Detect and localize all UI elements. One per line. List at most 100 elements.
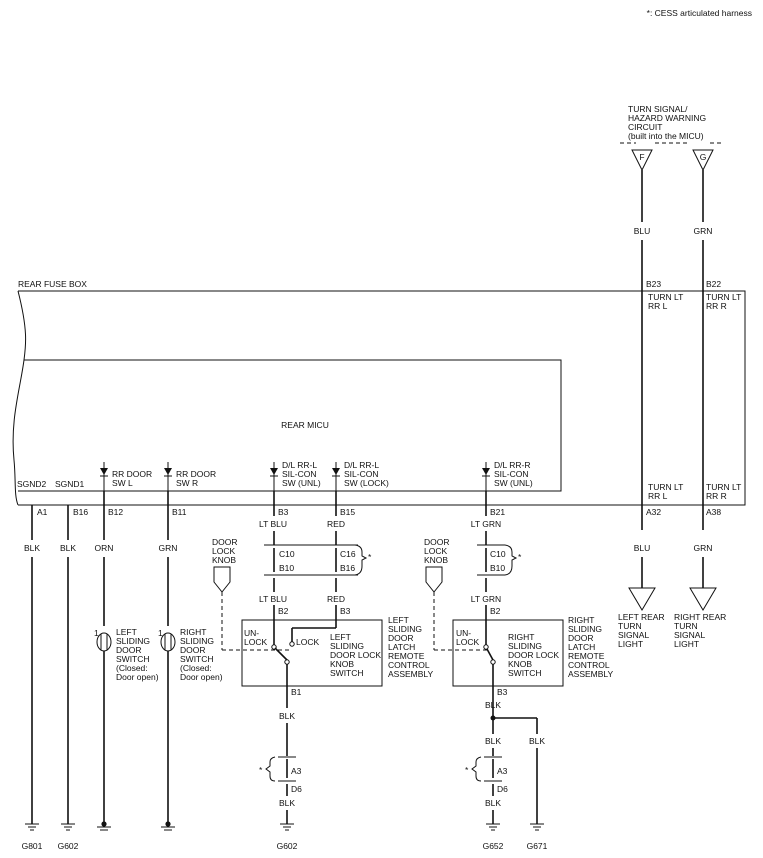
svg-text:LEFT: LEFT bbox=[388, 615, 409, 625]
svg-text:DOOR: DOOR bbox=[568, 633, 594, 643]
micu-inputs: RR DOOR SW L RR DOOR SW R D/L RR-L SIL-C… bbox=[100, 460, 741, 501]
svg-text:SWITCH: SWITCH bbox=[116, 654, 150, 664]
ground-grn-icon bbox=[161, 821, 175, 831]
svg-text:ORN: ORN bbox=[95, 543, 114, 553]
svg-text:*: * bbox=[368, 552, 372, 562]
svg-text:UN-: UN- bbox=[244, 628, 259, 638]
svg-text:BLU: BLU bbox=[634, 543, 651, 553]
b23-label: TURN LT bbox=[648, 292, 683, 302]
svg-text:B12: B12 bbox=[108, 507, 123, 517]
turn-lt-rr-l-2: RR L bbox=[648, 491, 668, 501]
svg-text:TURN: TURN bbox=[618, 621, 642, 631]
left-door-switch: ORN 1 LEFT SLIDING DOOR SWITCH (Closed: … bbox=[94, 491, 159, 824]
svg-text:1: 1 bbox=[94, 628, 99, 638]
svg-text:Door open): Door open) bbox=[116, 672, 159, 682]
svg-text:KNOB: KNOB bbox=[330, 659, 354, 669]
svg-text:SW L: SW L bbox=[112, 478, 133, 488]
svg-text:CONTROL: CONTROL bbox=[388, 660, 430, 670]
svg-text:SIGNAL: SIGNAL bbox=[674, 630, 705, 640]
svg-text:ASSEMBLY: ASSEMBLY bbox=[388, 669, 434, 679]
svg-text:LIGHT: LIGHT bbox=[618, 639, 643, 649]
pin-b22: B22 bbox=[706, 279, 721, 289]
g652-label: G652 bbox=[483, 841, 504, 851]
svg-text:SWITCH: SWITCH bbox=[180, 654, 214, 664]
diode-rr-door-l: RR DOOR SW L bbox=[100, 462, 152, 491]
svg-text:RR DOOR: RR DOOR bbox=[176, 469, 216, 479]
svg-text:D/L RR-L: D/L RR-L bbox=[282, 460, 317, 470]
svg-text:ASSEMBLY: ASSEMBLY bbox=[568, 669, 614, 679]
svg-text:D/L RR-L: D/L RR-L bbox=[344, 460, 379, 470]
svg-text:LOCK: LOCK bbox=[244, 637, 267, 647]
svg-text:SLIDING: SLIDING bbox=[116, 636, 150, 646]
svg-text:B3: B3 bbox=[497, 687, 508, 697]
svg-text:DOOR: DOOR bbox=[388, 633, 414, 643]
svg-text:D6: D6 bbox=[291, 784, 302, 794]
svg-text:SLIDING: SLIDING bbox=[568, 624, 602, 634]
svg-text:SLIDING: SLIDING bbox=[388, 624, 422, 634]
terminal-f-label: F bbox=[639, 152, 644, 162]
wire-f-color: BLU bbox=[634, 226, 651, 236]
svg-text:LIGHT: LIGHT bbox=[674, 639, 699, 649]
svg-text:GRN: GRN bbox=[694, 543, 713, 553]
svg-text:B2: B2 bbox=[490, 606, 501, 616]
rear-fuse-box-title: REAR FUSE BOX bbox=[18, 279, 87, 289]
svg-text:BLK: BLK bbox=[485, 700, 501, 710]
svg-text:SIGNAL: SIGNAL bbox=[618, 630, 649, 640]
right-rear-turn-light: GRN RIGHT REAR TURN SIGNAL LIGHT bbox=[674, 543, 726, 649]
g671-label: G671 bbox=[527, 841, 548, 851]
svg-text:DOOR LOCK: DOOR LOCK bbox=[330, 650, 381, 660]
svg-text:C16: C16 bbox=[340, 549, 356, 559]
b23-label-2: RR L bbox=[648, 301, 668, 311]
svg-text:LATCH: LATCH bbox=[388, 642, 415, 652]
terminal-g-label: G bbox=[700, 152, 707, 162]
ground-orn-icon bbox=[97, 821, 111, 831]
svg-text:SLIDING: SLIDING bbox=[508, 641, 542, 651]
svg-text:B10: B10 bbox=[490, 563, 505, 573]
svg-text:UN-: UN- bbox=[456, 628, 471, 638]
svg-text:1: 1 bbox=[158, 628, 163, 638]
ground-g602b-icon bbox=[280, 823, 294, 831]
fuse-box-break-line bbox=[12, 290, 27, 506]
ground-g602-icon bbox=[61, 823, 75, 831]
left-latch-wiring: LT BLU RED C10 C16 B10 B16 * LT BLU RED … bbox=[259, 491, 372, 620]
rear-micu-title: REAR MICU bbox=[281, 420, 329, 430]
pin-labels: A1 B16 B12 B11 B3 B15 B21 A32 A38 bbox=[37, 507, 721, 517]
svg-text:REMOTE: REMOTE bbox=[568, 651, 605, 661]
svg-text:B10: B10 bbox=[279, 563, 294, 573]
svg-text:LT GRN: LT GRN bbox=[471, 519, 501, 529]
svg-text:RIGHT: RIGHT bbox=[180, 627, 206, 637]
svg-text:CONTROL: CONTROL bbox=[568, 660, 610, 670]
turn-signal-circuit-label: TURN SIGNAL/ HAZARD WARNING CIRCUIT (bui… bbox=[628, 104, 706, 141]
svg-text:LEFT: LEFT bbox=[330, 632, 351, 642]
svg-text:C10: C10 bbox=[279, 549, 295, 559]
svg-text:A3: A3 bbox=[497, 766, 508, 776]
svg-text:C10: C10 bbox=[490, 549, 506, 559]
left-latch-ground: B1 BLK A3 D6 * BLK bbox=[259, 686, 302, 824]
svg-text:SLIDING: SLIDING bbox=[330, 641, 364, 651]
svg-text:RIGHT REAR: RIGHT REAR bbox=[674, 612, 726, 622]
svg-text:A3: A3 bbox=[291, 766, 302, 776]
svg-text:(Closed:: (Closed: bbox=[116, 663, 148, 673]
svg-text:RED: RED bbox=[327, 519, 345, 529]
turn-lt-rr-l: TURN LT bbox=[648, 482, 683, 492]
svg-text:B16: B16 bbox=[340, 563, 355, 573]
svg-text:LT GRN: LT GRN bbox=[471, 594, 501, 604]
ground-wires-left: BLK BLK bbox=[24, 505, 76, 824]
sgnd1-label: SGND1 bbox=[55, 479, 85, 489]
rear-fuse-box-outline bbox=[18, 290, 746, 506]
harness-note: *: CESS articulated harness bbox=[647, 8, 752, 18]
svg-text:KNOB: KNOB bbox=[424, 555, 448, 565]
svg-text:BLK: BLK bbox=[60, 543, 76, 553]
svg-text:GRN: GRN bbox=[159, 543, 178, 553]
left-rear-turn-light: BLU LEFT REAR TURN SIGNAL LIGHT bbox=[618, 543, 665, 649]
terminal-f bbox=[631, 149, 653, 172]
svg-text:SIL-CON: SIL-CON bbox=[494, 469, 528, 479]
svg-text:SIL-CON: SIL-CON bbox=[344, 469, 378, 479]
turn-lt-rr-r: TURN LT bbox=[706, 482, 741, 492]
svg-text:KNOB: KNOB bbox=[212, 555, 236, 565]
svg-text:LEFT REAR: LEFT REAR bbox=[618, 612, 665, 622]
svg-text:LOCK: LOCK bbox=[212, 546, 235, 556]
svg-text:*: * bbox=[259, 765, 263, 775]
pin-b23: B23 bbox=[646, 279, 661, 289]
svg-text:BLK: BLK bbox=[24, 543, 40, 553]
